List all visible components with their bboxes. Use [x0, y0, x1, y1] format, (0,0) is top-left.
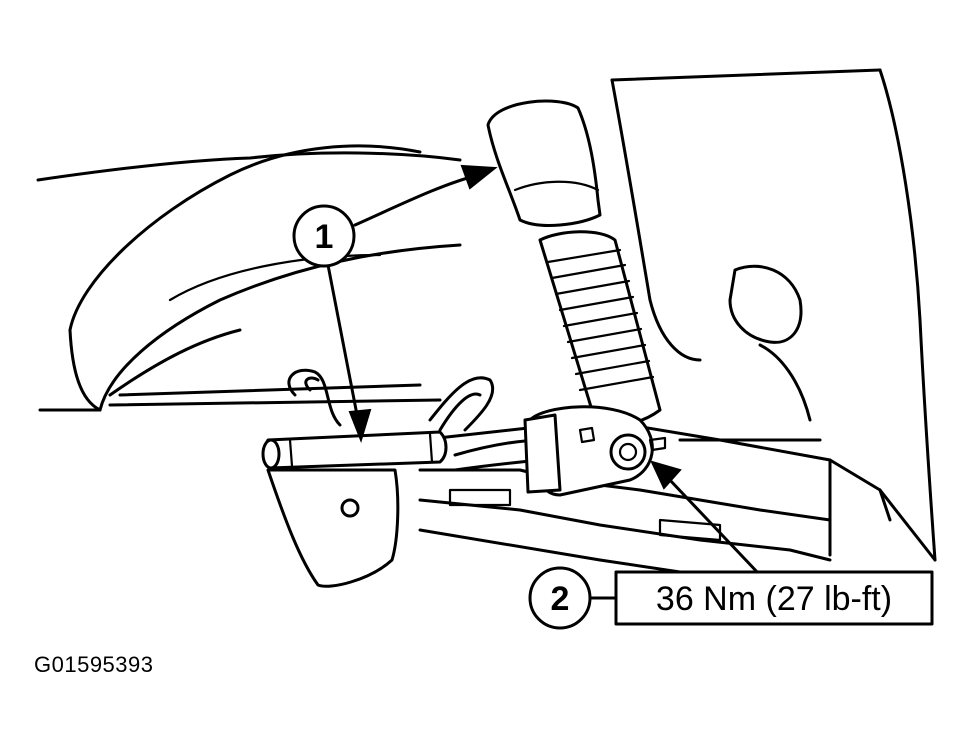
anchor-bolt [609, 433, 647, 471]
seat-cushion-outline [36, 144, 462, 412]
arrow-head-bolt [650, 460, 682, 490]
side-panel-outline [610, 68, 937, 562]
callout-2-circle [528, 566, 592, 630]
callout-2: 2 36 Nm (27 lb-ft) [528, 566, 934, 630]
arrow-head-connector [348, 408, 372, 444]
callout-1-circle [292, 204, 356, 268]
figure-id: G01595393 [34, 652, 154, 677]
wire-connector [261, 430, 448, 470]
callout-1: 1 [292, 204, 356, 268]
callout-2-label: 2 [551, 580, 570, 618]
bracket-hole [340, 498, 360, 518]
torque-spec-box [614, 570, 934, 626]
seat-belt-buckle [486, 99, 667, 497]
callout-leaders [326, 164, 762, 577]
callout-1-label: 1 [315, 218, 334, 256]
arrow-head-buckle [460, 164, 498, 190]
seat-track [108, 383, 937, 577]
mounting-bracket [266, 468, 400, 588]
torque-spec-text: 36 Nm (27 lb-ft) [656, 580, 892, 618]
